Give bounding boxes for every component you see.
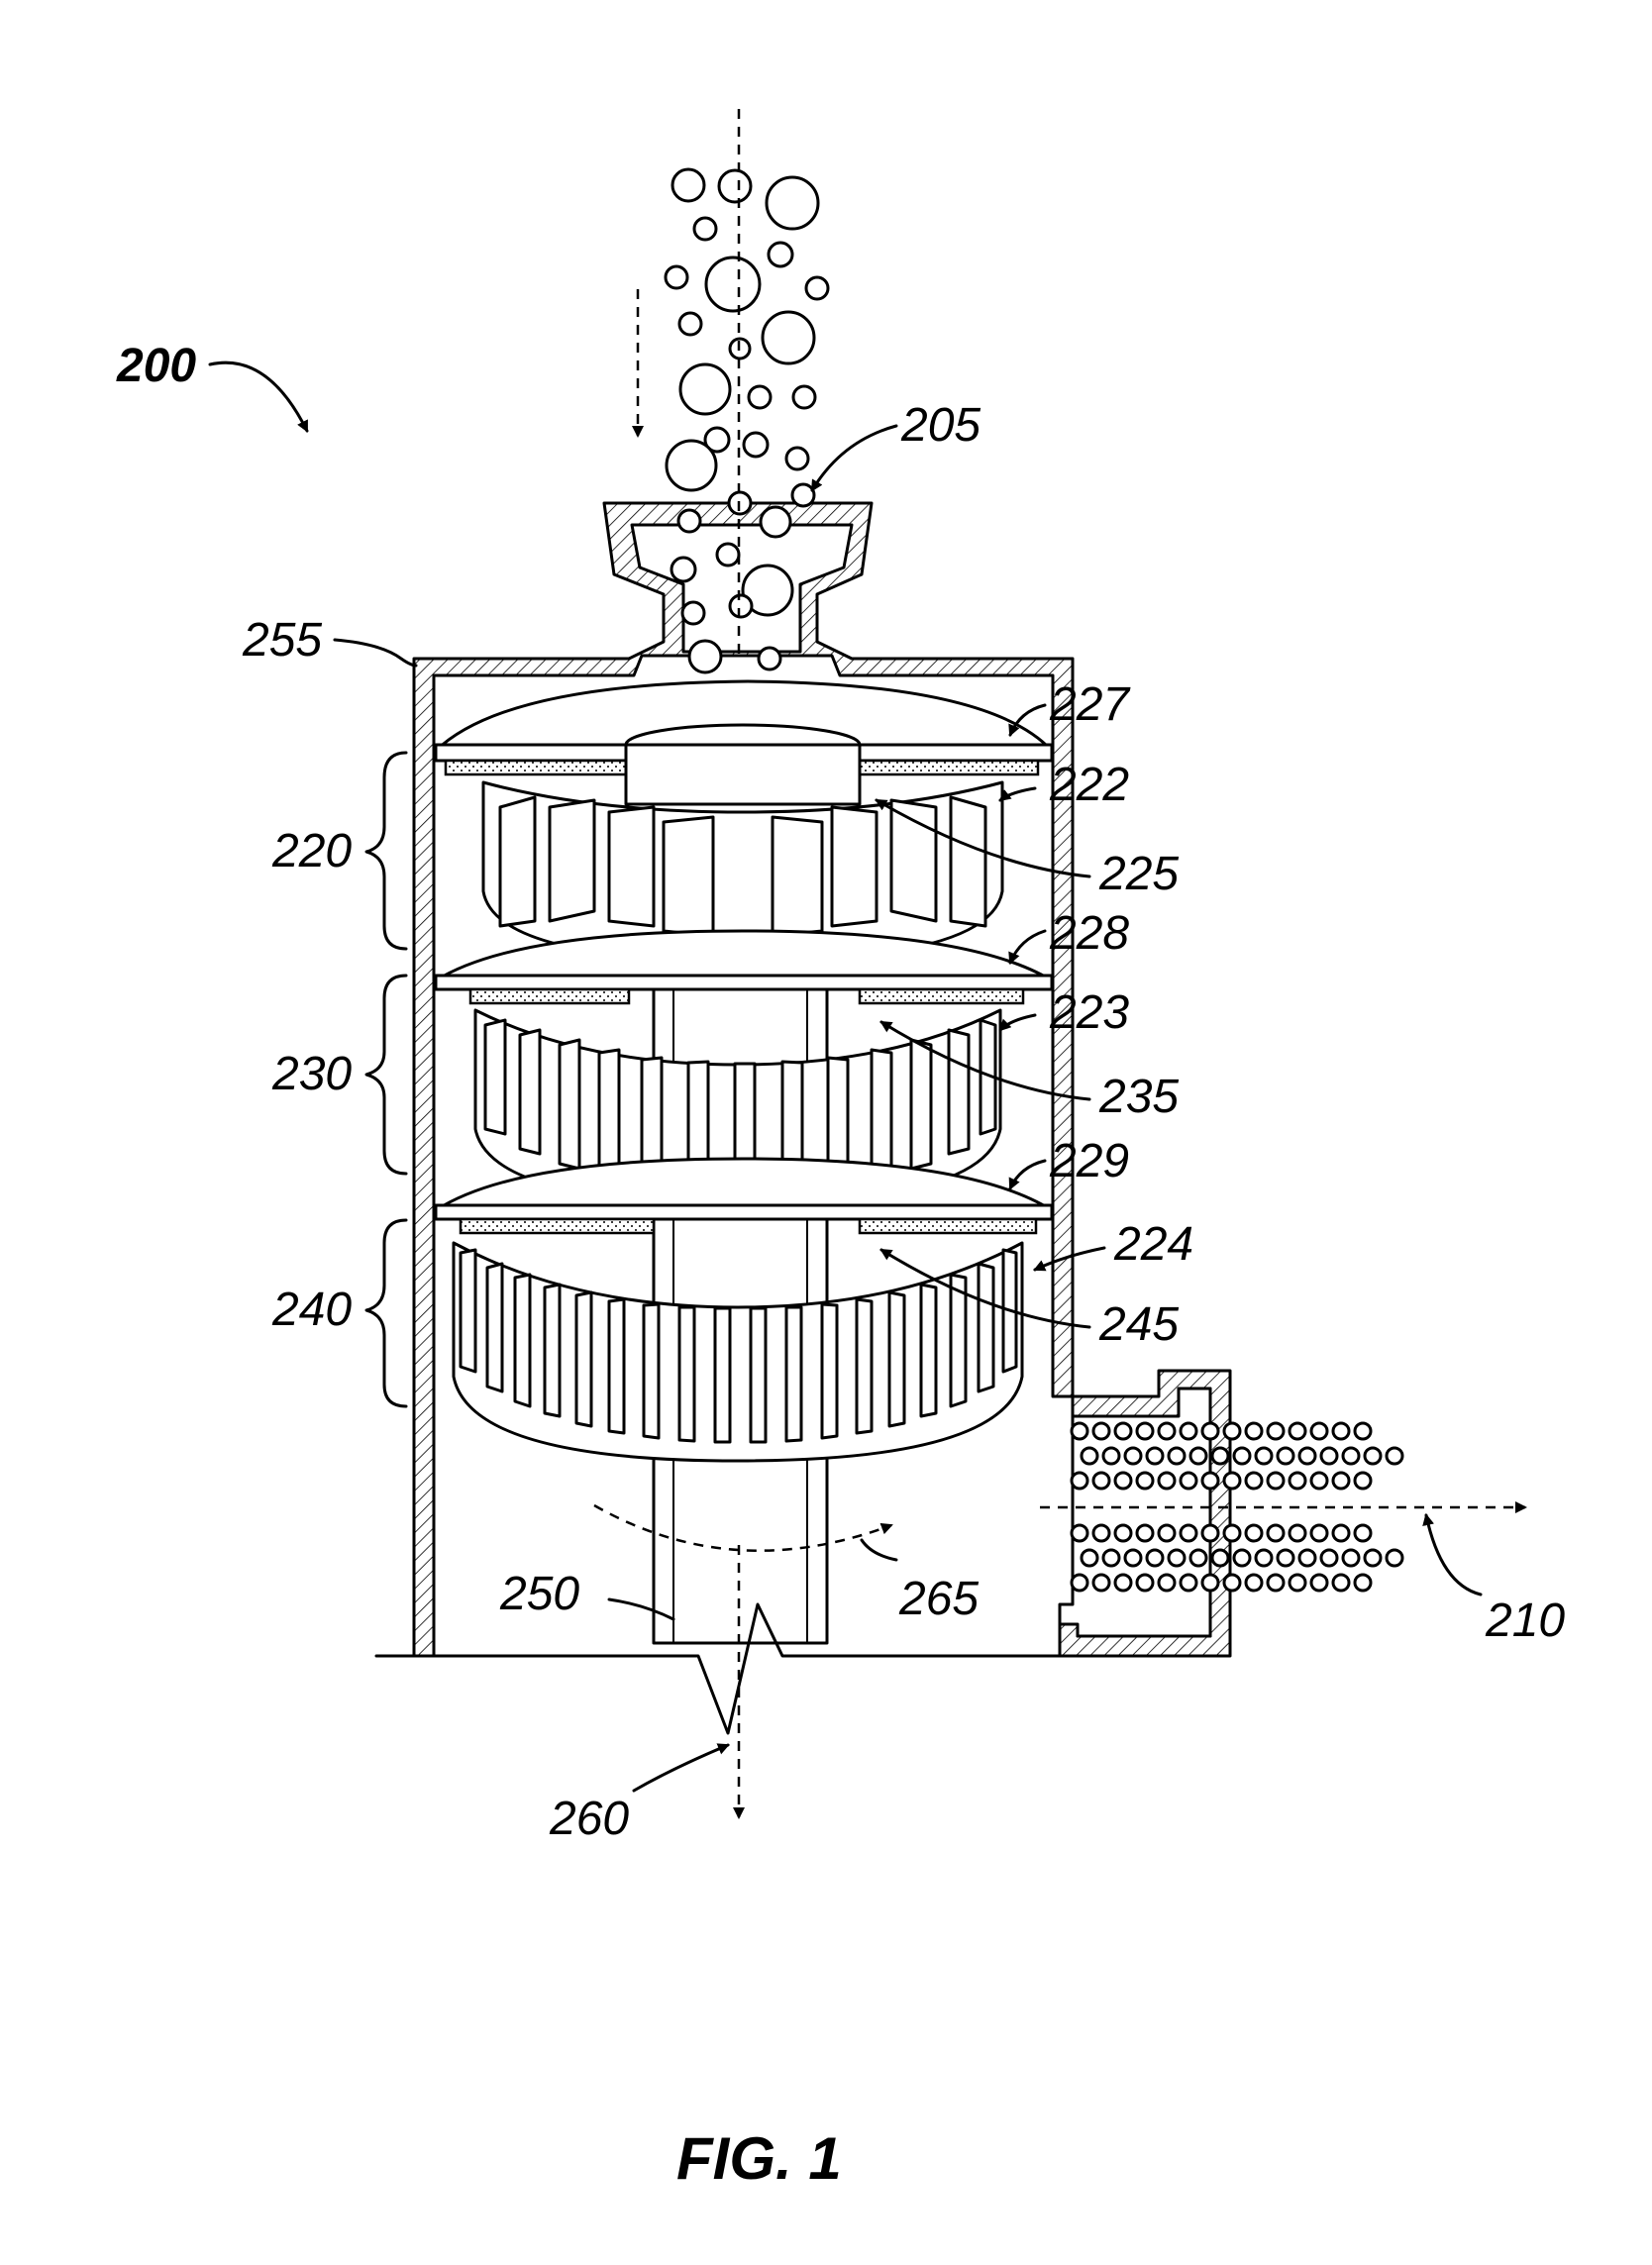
label-225: 225 <box>1098 848 1179 900</box>
stage-220 <box>446 725 1038 961</box>
label-200: 200 <box>116 340 196 392</box>
label-224: 224 <box>1113 1218 1193 1271</box>
label-250: 250 <box>499 1568 579 1620</box>
label-230: 230 <box>271 1048 352 1100</box>
label-229: 229 <box>1049 1135 1129 1187</box>
label-223: 223 <box>1049 986 1129 1039</box>
brace-220 <box>366 753 406 949</box>
label-265: 265 <box>898 1573 979 1625</box>
label-222: 222 <box>1049 759 1129 811</box>
label-245: 245 <box>1098 1298 1179 1351</box>
brace-240 <box>366 1220 406 1406</box>
label-210: 210 <box>1485 1595 1565 1647</box>
brace-230 <box>366 976 406 1174</box>
outlet-row-5 <box>1082 1550 1402 1566</box>
label-205: 205 <box>900 399 981 452</box>
label-260: 260 <box>549 1793 629 1845</box>
label-235: 235 <box>1098 1071 1179 1123</box>
label-227: 227 <box>1049 678 1131 731</box>
outlet-particles-210 <box>1040 1423 1525 1591</box>
label-220: 220 <box>271 825 352 877</box>
outlet-row-2 <box>1082 1448 1402 1464</box>
figure-caption: FIG. 1 <box>676 2125 842 2192</box>
label-240: 240 <box>271 1284 352 1336</box>
label-255: 255 <box>242 614 322 667</box>
label-228: 228 <box>1049 907 1129 960</box>
